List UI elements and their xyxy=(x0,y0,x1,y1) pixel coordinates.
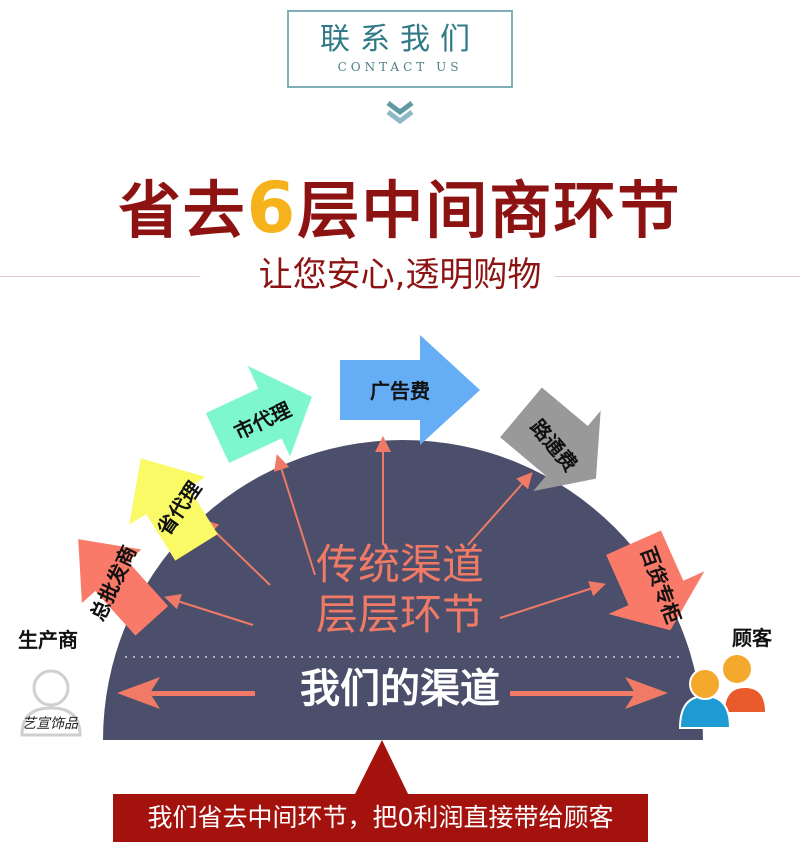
contact-us-box: 联系我们 CONTACT US xyxy=(287,10,513,88)
contact-title: 联系我们 xyxy=(320,22,480,57)
traditional-channel-line1: 传统渠道 xyxy=(315,540,484,589)
label-advertising: 广告费 xyxy=(370,379,430,403)
bottom-banner: 我们省去中间环节，把0利润直接带给顾客 xyxy=(113,794,648,842)
customers-icon xyxy=(678,655,765,729)
arrow-province xyxy=(129,458,218,561)
subheadline: 让您安心,透明购物 xyxy=(258,255,542,295)
traditional-channel-line2: 层层环节 xyxy=(315,590,484,639)
arrow-wholesaler xyxy=(78,539,169,636)
divider-left xyxy=(0,276,200,277)
divider-right xyxy=(555,276,800,277)
arrow-ads xyxy=(340,335,480,445)
arrow-city xyxy=(205,365,312,463)
arrow-dept-store xyxy=(606,530,705,631)
customer-label: 顾客 xyxy=(732,626,772,650)
double-chevron-down-icon xyxy=(386,101,414,125)
contact-subtitle: CONTACT US xyxy=(337,60,463,74)
semicircle xyxy=(103,440,703,740)
headline-number: 6 xyxy=(246,167,298,249)
arrow-toll xyxy=(500,387,601,492)
our-channel-label: 我们的渠道 xyxy=(300,666,500,712)
headline-part2: 层中间商环节 xyxy=(297,174,682,247)
producer-label: 生产商 xyxy=(18,628,78,652)
producer-avatar-icon xyxy=(20,669,82,737)
headline: 省去6层中间商环节 xyxy=(0,168,800,251)
headline-part1: 省去 xyxy=(118,174,247,247)
watermark-text: 艺宣饰品 xyxy=(22,716,78,732)
